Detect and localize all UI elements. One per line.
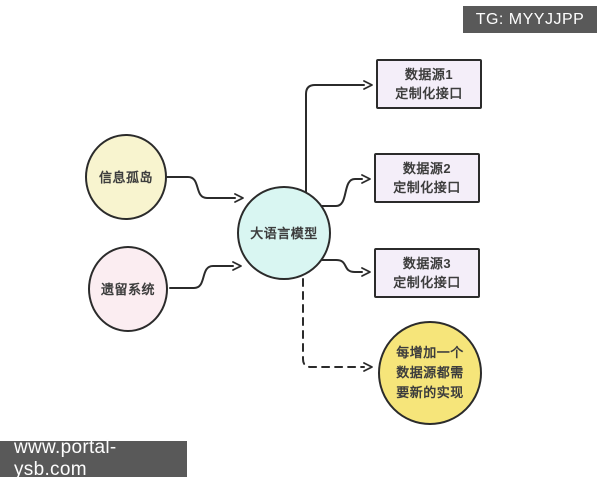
node-legacy-system-label: 遗留系统 — [100, 281, 155, 297]
arrow-legacy-system-to-llm — [169, 261, 242, 289]
node-new-implementation-line1: 每增加一个 — [396, 345, 464, 360]
node-datasource3-line2: 定制化接口 — [393, 275, 461, 290]
arrow-llm-to-datasource3 — [321, 259, 371, 277]
arrow-info-silo-to-llm — [166, 176, 244, 203]
arrow-llm-to-datasource1 — [305, 80, 373, 194]
site-watermark-text: www.portal-ysb.com — [14, 437, 117, 480]
node-new-implementation-line3: 要新的实现 — [396, 385, 464, 400]
node-datasource2-line1: 数据源2 — [402, 161, 452, 176]
node-llm-label: 大语言模型 — [250, 225, 318, 241]
node-legacy-system: 遗留系统 — [88, 246, 168, 332]
node-datasource1: 数据源1 定制化接口 — [376, 59, 482, 109]
tg-watermark-text: TG: MYYJJPP — [475, 10, 585, 28]
site-watermark-badge: www.portal-ysb.com — [0, 437, 187, 480]
node-datasource2: 数据源2 定制化接口 — [374, 153, 480, 203]
node-new-implementation-line2: 数据源都需 — [396, 365, 464, 380]
node-info-silo: 信息孤岛 — [85, 134, 167, 220]
tg-watermark-badge: TG: MYYJJPP — [463, 6, 597, 33]
node-datasource2-line2: 定制化接口 — [393, 180, 461, 195]
node-datasource1-line1: 数据源1 — [404, 67, 454, 82]
node-info-silo-label: 信息孤岛 — [98, 169, 153, 185]
arrow-llm-to-new-implementation — [302, 278, 373, 372]
node-datasource1-line2: 定制化接口 — [395, 86, 463, 101]
node-llm: 大语言模型 — [237, 186, 331, 280]
node-new-implementation: 每增加一个 数据源都需 要新的实现 — [378, 321, 482, 425]
arrow-llm-to-datasource2 — [321, 174, 371, 207]
node-datasource3: 数据源3 定制化接口 — [374, 248, 480, 298]
node-datasource3-line1: 数据源3 — [402, 256, 452, 271]
